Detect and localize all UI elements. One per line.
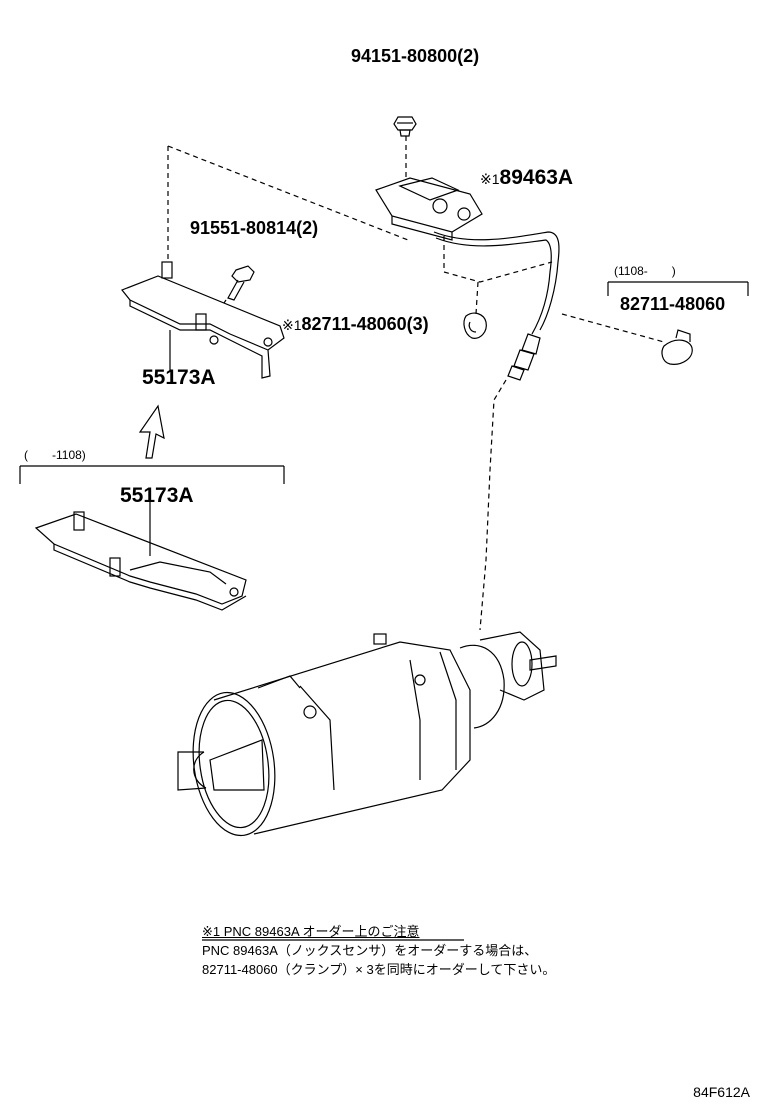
nut-icon [393, 116, 417, 137]
order-note-line-2: 82711-48060（クランプ）× 3を同時にオーダーして下さい。 [202, 962, 556, 977]
arrow-up-icon [138, 404, 165, 459]
bolt-icon [227, 265, 255, 301]
catalytic-converter-icon [177, 631, 557, 837]
bracket-old-range: ( -1108) [24, 448, 86, 462]
figure-id: 84F612A [693, 1084, 750, 1100]
clamp-right-range: (1108- ) [614, 264, 676, 278]
bracket-old-part-number: 55173A [120, 484, 194, 507]
clamp-icon [463, 312, 487, 339]
order-note: ※1 PNC 89463A オーダー上のご注意 PNC 89463A（ノックスセ… [202, 922, 555, 979]
nox-sensor-icon [375, 177, 560, 381]
order-note-line-1: PNC 89463A（ノックスセンサ）をオーダーする場合は、 [202, 943, 538, 958]
sensor-callout: ※189463A [480, 166, 573, 190]
bracket-new-icon [121, 261, 285, 379]
clamp-callout: ※182711-48060(3) [282, 314, 429, 335]
sensor-part-number: 89463A [499, 166, 574, 189]
clamp-note-mark: ※1 [282, 317, 302, 333]
clamp-right-part-number: 82711-48060 [620, 294, 726, 314]
nut-part-number: 94151-80800(2) [351, 46, 480, 66]
sensor-note-mark: ※1 [480, 171, 500, 187]
bolt-part-number: 91551-80814(2) [190, 218, 319, 238]
bracket-new-part-number: 55173A [142, 366, 216, 389]
clamp-part-number: 82711-48060(3) [301, 314, 429, 334]
bracket-old-icon [34, 511, 247, 611]
order-note-title: ※1 PNC 89463A オーダー上のご注意 [202, 924, 420, 939]
clamp-icon-right [661, 329, 693, 365]
